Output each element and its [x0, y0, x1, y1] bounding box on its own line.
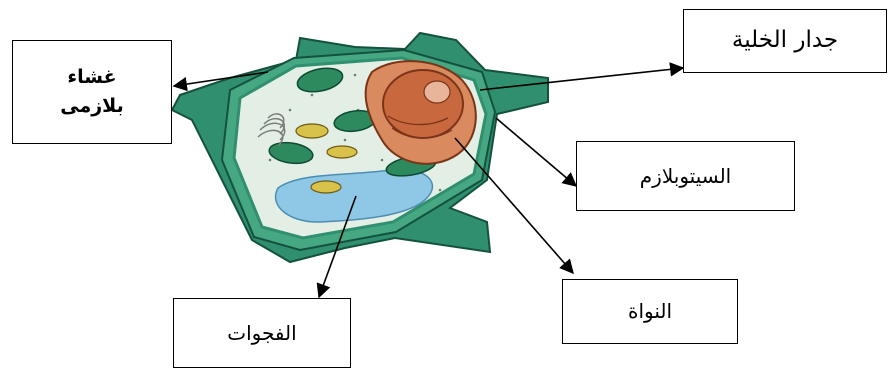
label-nucleus: النواة	[562, 279, 738, 344]
mitochondrion	[296, 124, 328, 138]
label-cell-wall-text: جدار الخلية	[732, 23, 838, 59]
label-vacuoles: الفجوات	[173, 298, 351, 368]
label-nucleus-text: النواة	[628, 296, 672, 327]
label-vacuoles-text: الفجوات	[227, 318, 296, 349]
nucleolus	[424, 81, 450, 103]
mitochondrion	[327, 146, 357, 158]
label-plasma-membrane-line1: غشاء	[60, 63, 124, 92]
nucleus-body	[383, 70, 463, 138]
arrow-nucleus	[455, 138, 573, 273]
label-plasma-membrane-line2: بلازمى	[60, 92, 124, 121]
label-cytoplasm-text: السيتوبلازم	[640, 161, 731, 192]
label-plasma-membrane: غشاء بلازمى	[12, 40, 172, 144]
label-cytoplasm: السيتوبلازم	[576, 141, 795, 211]
label-cell-wall: جدار الخلية	[683, 9, 887, 73]
mitochondrion	[311, 181, 341, 193]
arrow-cytoplasm	[496, 118, 576, 186]
